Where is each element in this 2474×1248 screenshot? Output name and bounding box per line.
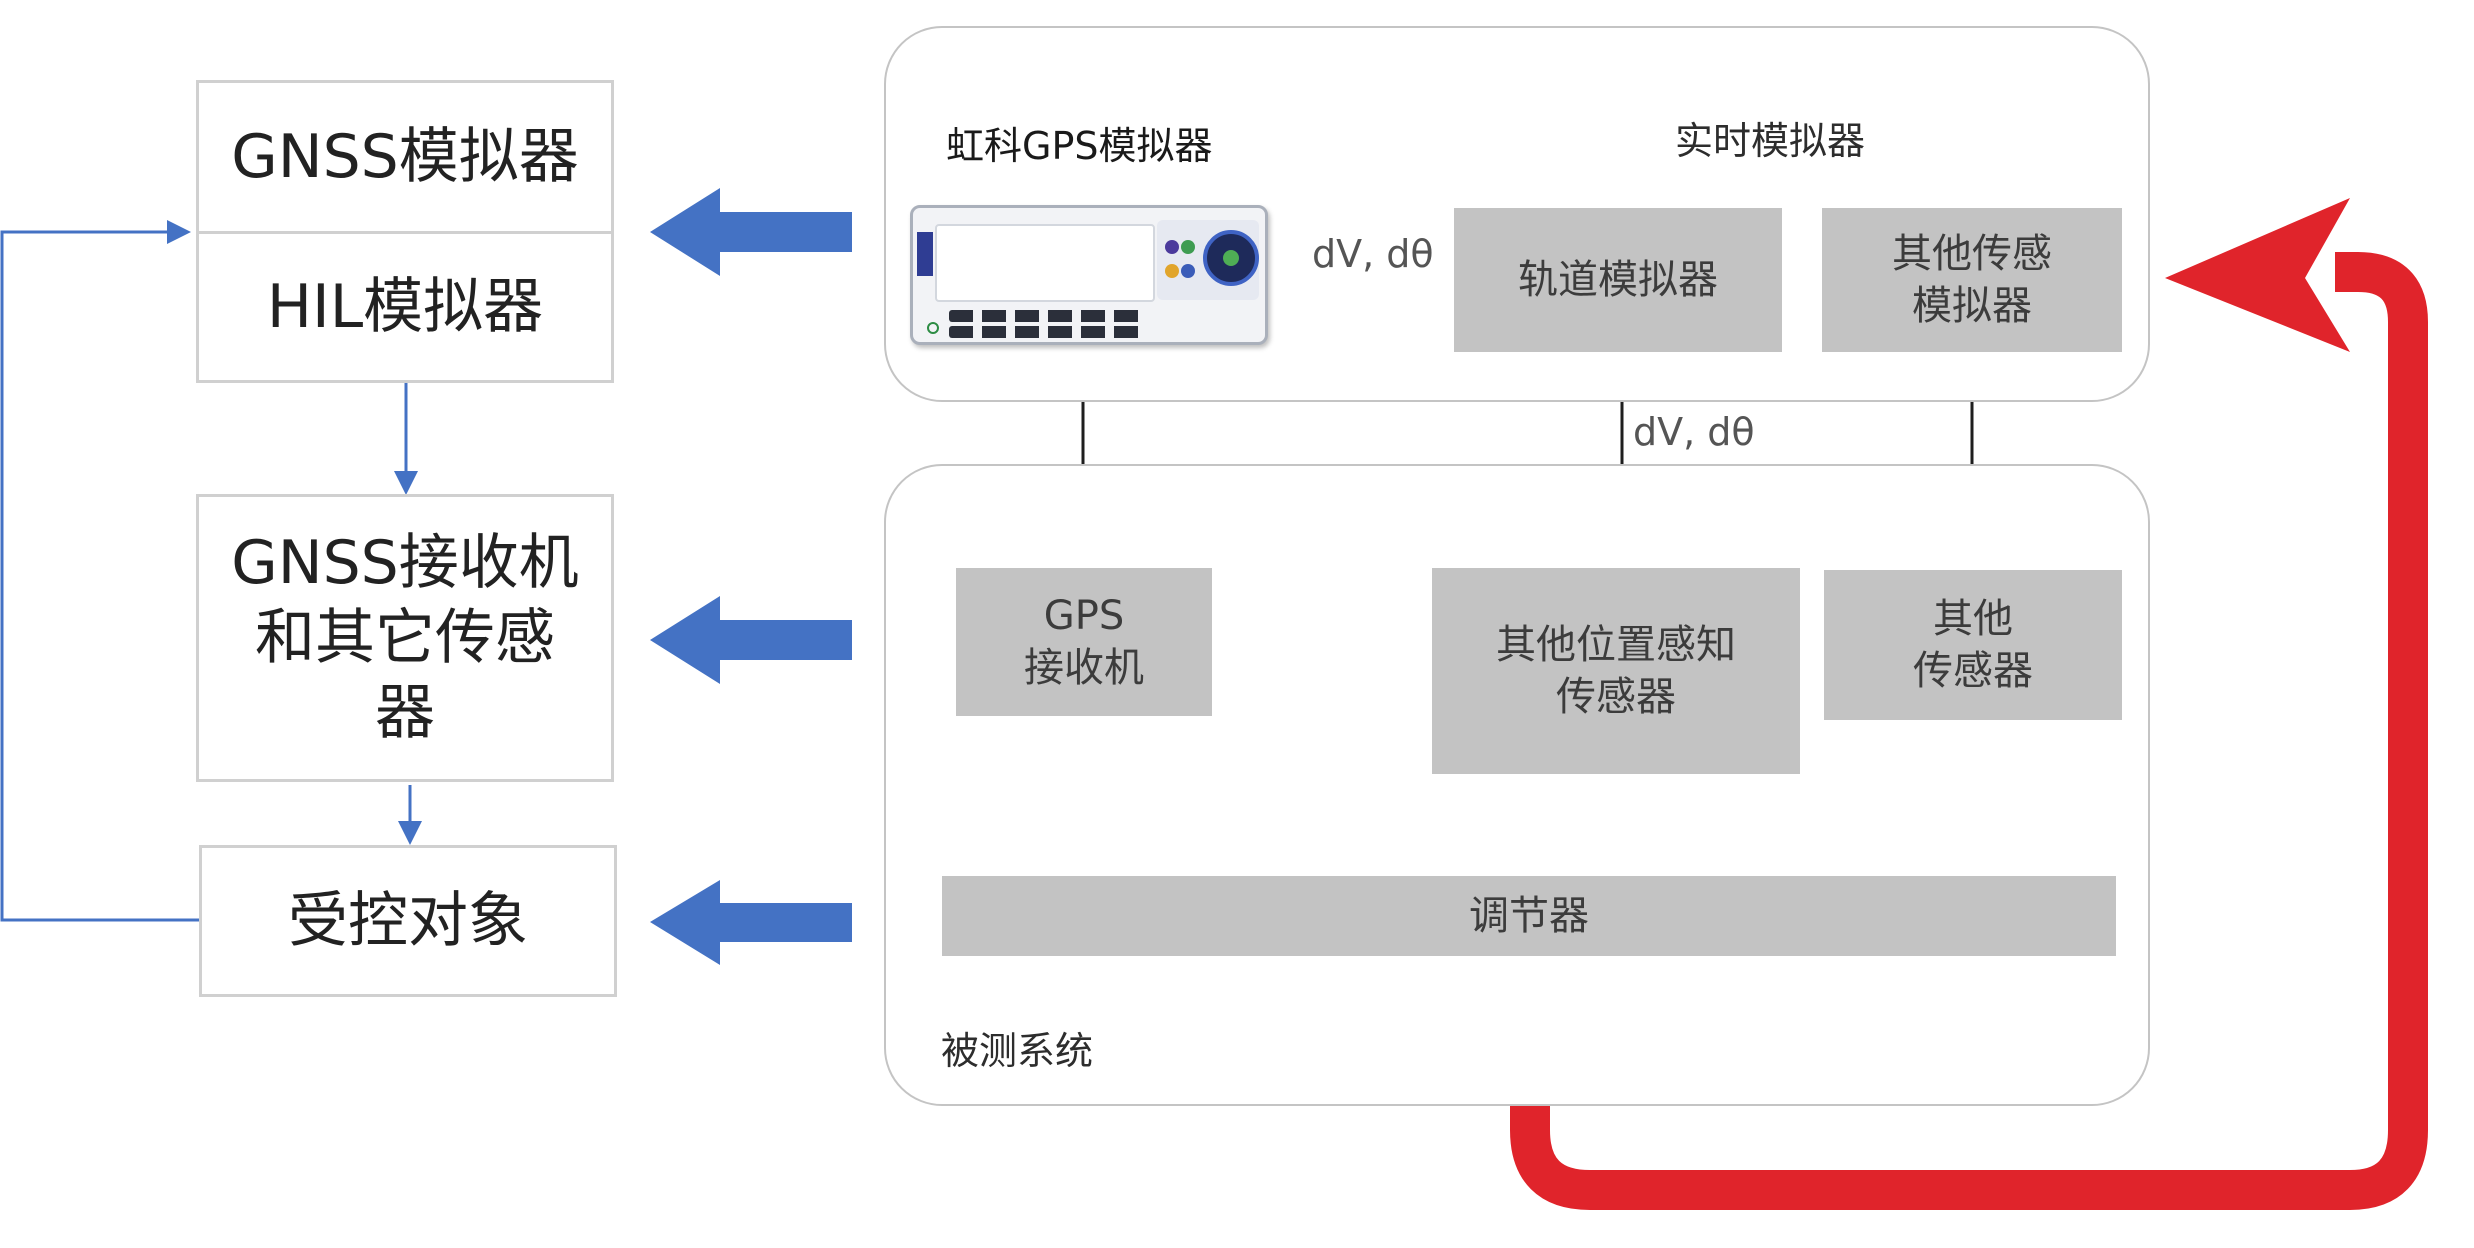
realtime-simulator-title: 实时模拟器 xyxy=(1675,119,1866,163)
other-sensor-block: 其他 传感器 xyxy=(1824,570,2122,720)
device-power-button xyxy=(927,322,939,334)
device-button-blue xyxy=(1181,264,1195,278)
orbit-simulator-block: 轨道模拟器 xyxy=(1454,208,1782,352)
device-button-green xyxy=(1181,240,1195,254)
device-blue-stripe xyxy=(917,232,933,276)
block-arrow-bottom xyxy=(650,880,852,965)
other-sensor-simulator-block: 其他传感 模拟器 xyxy=(1822,208,2122,352)
feedback-loop-line xyxy=(0,220,200,922)
device-label: 虹科GPS模拟器 xyxy=(946,124,1213,168)
other-position-sensor-label: 其他位置感知 传感器 xyxy=(1496,622,1736,720)
device-screen xyxy=(935,224,1155,302)
gps-receiver-label: GPS 接收机 xyxy=(1024,593,1144,691)
other-sensor-simulator-label: 其他传感 模拟器 xyxy=(1892,231,2052,329)
device-key-row-bottom xyxy=(949,326,1145,338)
other-position-sensor-block: 其他位置感知 传感器 xyxy=(1432,568,1800,774)
gnss-receiver-block: GNSS接收机 和其它传感 器 xyxy=(196,494,614,782)
device-navigation-dial xyxy=(1203,230,1259,286)
gnss-simulator-label: GNSS模拟器 xyxy=(231,121,579,192)
device-dial-center xyxy=(1223,250,1239,266)
device-button-yellow xyxy=(1165,264,1179,278)
gnss-receiver-label: GNSS接收机 和其它传感 器 xyxy=(231,527,579,748)
red-loop-band xyxy=(1510,252,2428,1210)
device-button-purple xyxy=(1165,240,1179,254)
red-loop-arrowhead xyxy=(2165,198,2350,352)
system-under-test-title: 被测系统 xyxy=(941,1029,1094,1073)
system-under-test-panel xyxy=(884,464,2150,1106)
gps-receiver-block: GPS 接收机 xyxy=(956,568,1212,716)
controlled-object-block: 受控对象 xyxy=(199,845,617,997)
device-key-row-top xyxy=(949,310,1145,322)
block-arrow-middle xyxy=(650,596,852,684)
orbit-simulator-label: 轨道模拟器 xyxy=(1518,257,1718,303)
regulator-label: 调节器 xyxy=(1469,893,1589,939)
regulator-block: 调节器 xyxy=(942,876,2116,956)
gps-simulator-device xyxy=(910,205,1268,345)
dv-dtheta-label-middle: dV, dθ xyxy=(1633,410,1755,454)
gnss-simulator-block: GNSS模拟器 xyxy=(196,80,614,234)
controlled-object-label: 受控对象 xyxy=(288,885,528,956)
hil-simulator-block: HIL模拟器 xyxy=(196,231,614,383)
hil-simulator-label: HIL模拟器 xyxy=(266,271,544,342)
dv-dtheta-label-top: dV, dθ xyxy=(1312,232,1434,276)
block-arrow-top xyxy=(650,188,852,276)
other-sensor-label: 其他 传感器 xyxy=(1913,596,2033,694)
